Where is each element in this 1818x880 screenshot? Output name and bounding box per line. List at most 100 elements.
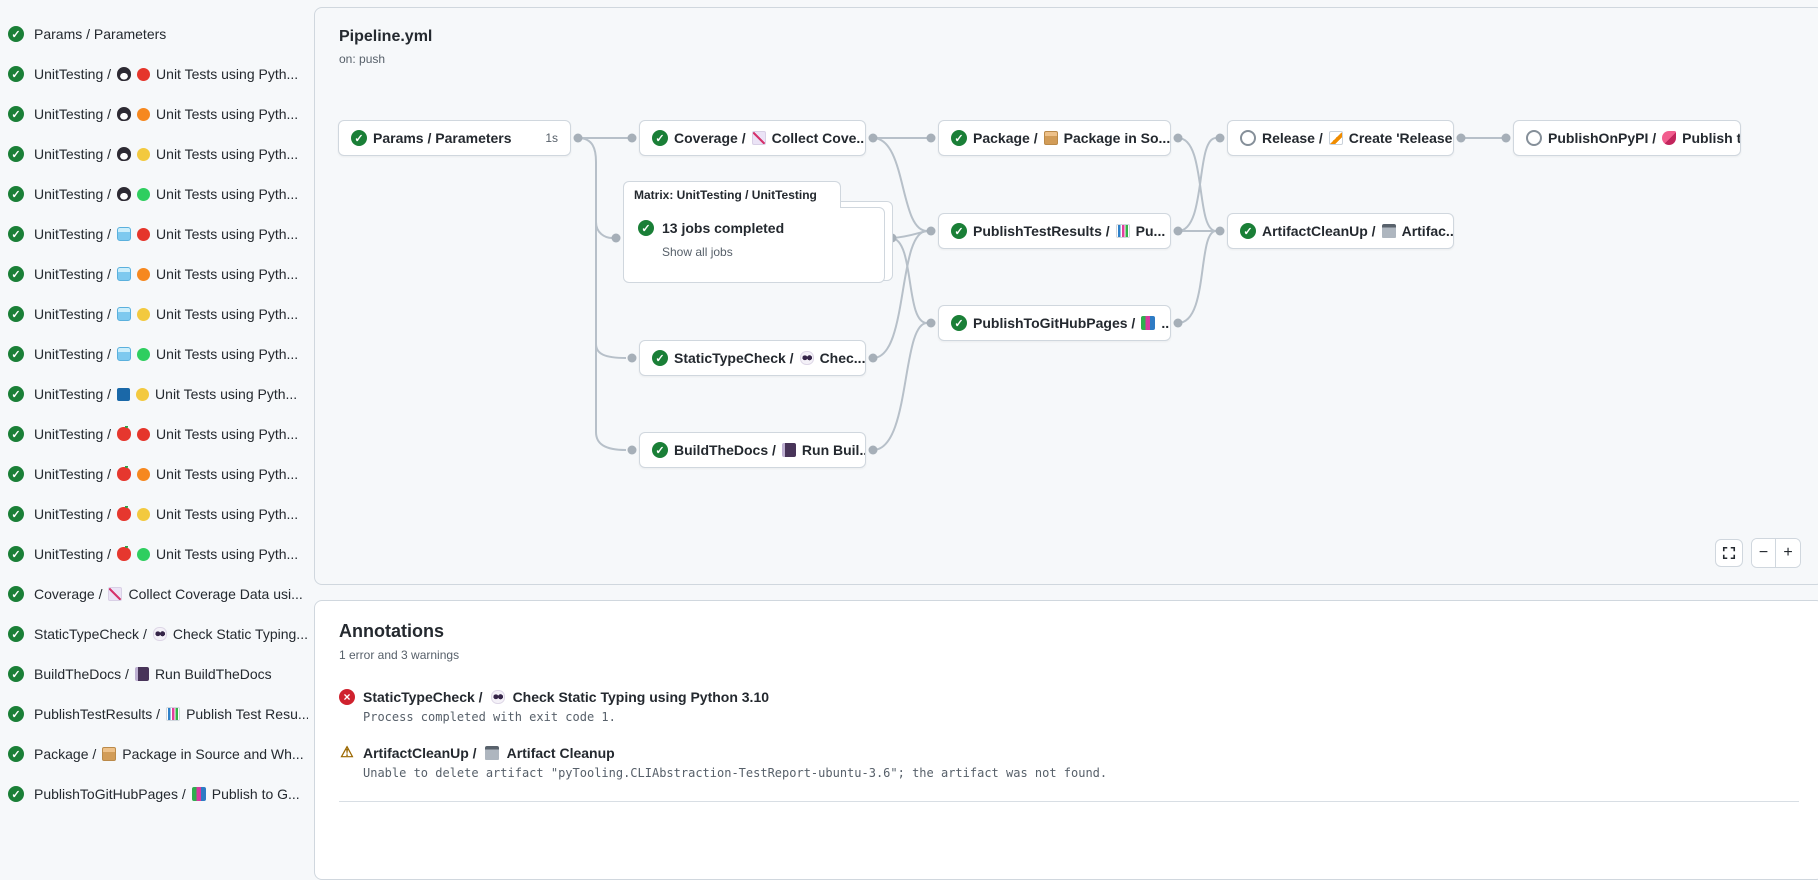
step-name: Unit Tests using Pyth... [156, 106, 299, 122]
sidebar-job-item[interactable]: UnitTesting / Unit Tests using Pyth... [0, 294, 314, 334]
success-icon [8, 786, 24, 802]
status-icon [638, 220, 654, 236]
node-publish-to-github-pages[interactable]: PublishToGitHubPages / ... 13s [938, 305, 1171, 341]
workflow-trigger: on: push [339, 52, 386, 66]
sidebar-job-item[interactable]: UnitTesting / Unit Tests using Pyth... [0, 174, 314, 214]
step-name: Unit Tests using Pyth... [156, 426, 299, 442]
sidebar-job-item[interactable]: UnitTesting / Unit Tests using Pyth... [0, 134, 314, 174]
success-icon [8, 26, 24, 42]
job-label: UnitTesting / Unit Tests using Pyth... [34, 506, 298, 522]
os-icon [117, 426, 132, 441]
node-package[interactable]: Package / Package in So... 25s [938, 120, 1171, 156]
success-icon [8, 146, 24, 162]
sidebar-job-item[interactable]: PublishToGitHubPages / Publish to G... [0, 774, 314, 814]
sidebar-job-item[interactable]: PublishTestResults / Publish Test Resu..… [0, 694, 314, 734]
node-artifact-cleanup[interactable]: ArtifactCleanUp / Artifac... 3s [1227, 213, 1454, 249]
job-label: UnitTesting / Unit Tests using Pyth... [34, 186, 298, 202]
step-name: Unit Tests using Pyth... [156, 186, 299, 202]
step-name: Publish Test Resu... [186, 706, 308, 722]
status-icon [1240, 223, 1256, 239]
job-label: BuildTheDocs / Run BuildTheDocs [34, 666, 272, 682]
sidebar-job-item[interactable]: UnitTesting / Unit Tests using Pyth... [0, 414, 314, 454]
job-label: UnitTesting / Unit Tests using Pyth... [34, 466, 298, 482]
books-icon [1141, 316, 1156, 330]
matrix-tab: Matrix: UnitTesting / UnitTesting [623, 181, 841, 208]
annotations-summary: 1 error and 3 warnings [339, 648, 460, 662]
python-version-icon [137, 227, 151, 241]
os-icon [117, 67, 132, 81]
job-label: UnitTesting / Unit Tests using Pyth... [34, 146, 298, 162]
sidebar-job-item[interactable]: UnitTesting / Unit Tests using Pyth... [0, 374, 314, 414]
fullscreen-button[interactable] [1715, 539, 1743, 567]
bar-chart-icon [1115, 224, 1130, 238]
os-icon [117, 267, 132, 281]
node-build-the-docs[interactable]: BuildTheDocs / Run Buil... 47s [639, 432, 866, 468]
job-name: UnitTesting / [34, 66, 112, 82]
workflow-file-title: Pipeline.yml [339, 28, 433, 45]
success-icon [8, 706, 24, 722]
node-coverage[interactable]: Coverage / Collect Cove... 25s [639, 120, 866, 156]
show-all-jobs-link[interactable]: Show all jobs [662, 245, 733, 259]
sidebar-job-item[interactable]: Package / Package in Source and Wh... [0, 734, 314, 774]
status-icon [1240, 130, 1256, 146]
python-version-icon [137, 347, 151, 361]
status-icon [951, 223, 967, 239]
node-static-type-check[interactable]: StaticTypeCheck / Chec... 13s [639, 340, 866, 376]
job-label: UnitTesting / Unit Tests using Pyth... [34, 266, 298, 282]
job-label: Package / Package in Source and Wh... [34, 746, 304, 762]
node-publish-on-pypi[interactable]: PublishOnPyPI / Publish to ... [1513, 120, 1741, 156]
sidebar-job-item[interactable]: UnitTesting / Unit Tests using Pyth... [0, 334, 314, 374]
sidebar-job-item[interactable]: UnitTesting / Unit Tests using Pyth... [0, 54, 314, 94]
annotation-message: Unable to delete artifact "pyTooling.CLI… [363, 766, 1108, 780]
step-name: Run BuildTheDocs [154, 666, 272, 682]
step-name: Check Static Typing... [172, 626, 308, 642]
success-icon [8, 586, 24, 602]
success-icon [8, 546, 24, 562]
sidebar-job-item[interactable]: UnitTesting / Unit Tests using Pyth... [0, 94, 314, 134]
job-name: UnitTesting / [34, 426, 112, 442]
job-label: UnitTesting / Unit Tests using Pyth... [34, 426, 298, 442]
trash-icon [1381, 224, 1396, 238]
job-icon [484, 746, 499, 760]
python-version-icon [137, 547, 151, 561]
job-label: UnitTesting / Unit Tests using Pyth... [34, 386, 297, 402]
node-publish-test-results[interactable]: PublishTestResults / Pu... 17s [938, 213, 1171, 249]
job-label: UnitTesting / Unit Tests using Pyth... [34, 66, 298, 82]
annotation-message: Process completed with exit code 1. [363, 710, 616, 724]
success-icon [8, 506, 24, 522]
annotation-title: Check Static Typing using Python 3.10 [512, 689, 770, 705]
job-icon [490, 690, 505, 704]
node-params[interactable]: Params / Parameters 1s [338, 120, 571, 156]
node-release[interactable]: Release / Create 'Release P... [1227, 120, 1454, 156]
success-icon [8, 386, 24, 402]
os-icon [117, 546, 132, 561]
sidebar-job-item[interactable]: UnitTesting / Unit Tests using Pyth... [0, 214, 314, 254]
graph-zoom-controls: − + [1715, 538, 1801, 568]
sidebar-job-item[interactable]: StaticTypeCheck / Check Static Typing... [0, 614, 314, 654]
annotation-title: Artifact Cleanup [506, 745, 615, 761]
job-name: UnitTesting / [34, 546, 112, 562]
severity-icon [339, 743, 355, 761]
rocket-icon [1662, 131, 1677, 145]
job-sidebar: Params / Parameters UnitTesting / Unit T… [0, 0, 314, 815]
os-icon [117, 227, 132, 241]
os-icon [117, 307, 132, 321]
sidebar-job-item[interactable]: UnitTesting / Unit Tests using Pyth... [0, 254, 314, 294]
sidebar-job-item[interactable]: UnitTesting / Unit Tests using Pyth... [0, 454, 314, 494]
success-icon [8, 106, 24, 122]
zoom-out-button[interactable]: − [1752, 539, 1776, 567]
os-icon [117, 506, 132, 521]
step-name: Unit Tests using Pyth... [156, 66, 299, 82]
sidebar-job-item[interactable]: UnitTesting / Unit Tests using Pyth... [0, 534, 314, 574]
severity-icon [339, 689, 355, 705]
sidebar-job-item[interactable]: BuildTheDocs / Run BuildTheDocs [0, 654, 314, 694]
os-icon [117, 466, 132, 481]
zoom-in-button[interactable]: + [1776, 539, 1800, 567]
annotation-divider [339, 801, 1799, 802]
sidebar-job-item[interactable]: Coverage / Collect Coverage Data usi... [0, 574, 314, 614]
annotations-list: StaticTypeCheck / Check Static Typing us… [339, 689, 1799, 802]
matrix-card[interactable]: 13 jobs completed Show all jobs [623, 207, 885, 283]
os-icon [191, 787, 206, 801]
sidebar-job-item[interactable]: UnitTesting / Unit Tests using Pyth... [0, 494, 314, 534]
sidebar-job-item[interactable]: Params / Parameters [0, 14, 314, 54]
